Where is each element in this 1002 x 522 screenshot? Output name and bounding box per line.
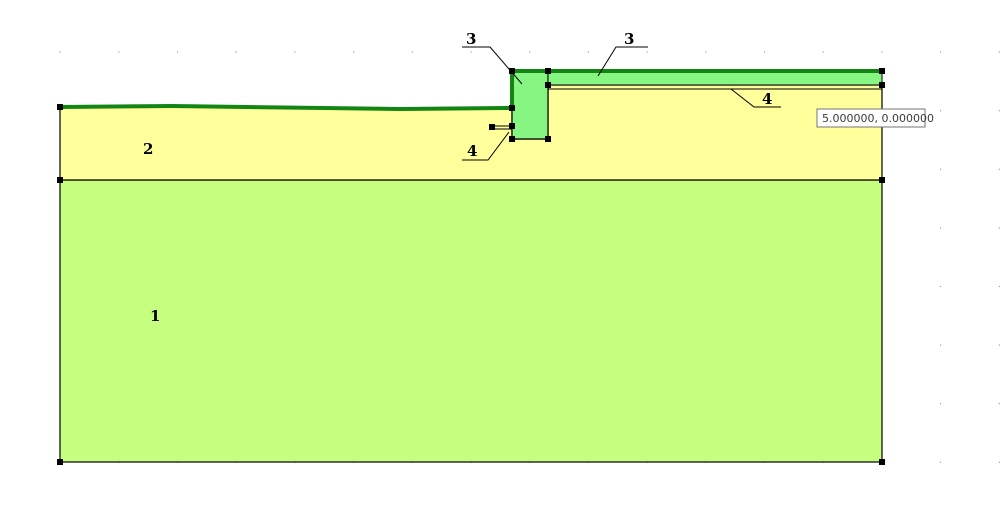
node — [57, 177, 63, 183]
grid-dot — [940, 403, 942, 405]
node — [545, 136, 551, 142]
grid-dot — [529, 51, 531, 53]
grid-dot — [411, 51, 413, 53]
grid-dot — [940, 227, 942, 229]
wall-cluster[interactable] — [511, 70, 549, 140]
soil-cluster-1[interactable] — [59, 179, 883, 463]
grid-dot — [646, 51, 648, 53]
soil-cluster-2[interactable] — [59, 84, 883, 181]
node — [509, 105, 515, 111]
grid-dot — [998, 168, 1000, 170]
grid-dot — [998, 461, 1000, 463]
callout-label-anchor-right: 4 — [762, 90, 772, 108]
grid-dot — [940, 51, 942, 53]
region-label-2: 2 — [143, 140, 153, 158]
grid-dot — [940, 110, 942, 112]
grid-dot — [353, 51, 355, 53]
grid-dot — [705, 51, 707, 53]
grid-dot — [59, 51, 61, 53]
grid-dot — [998, 110, 1000, 112]
node — [879, 68, 885, 74]
grid-dot — [763, 51, 766, 53]
grid-dot — [587, 51, 589, 53]
node — [489, 124, 495, 130]
node — [879, 177, 885, 183]
node — [57, 104, 63, 110]
grid-dot — [470, 51, 472, 53]
grid-dot — [118, 51, 120, 53]
plate-strip-right — [547, 70, 883, 86]
grid-dot — [998, 403, 1000, 405]
node — [509, 68, 515, 74]
grid-dot — [940, 168, 942, 170]
node — [545, 68, 551, 74]
geometry-nodes[interactable] — [57, 68, 885, 465]
cursor-readout-tooltip: 5.000000, 0.000000 — [816, 108, 934, 128]
node — [509, 123, 515, 129]
callout-leaders — [462, 46, 781, 161]
node — [509, 136, 515, 142]
grid-dot — [998, 51, 1000, 53]
node — [879, 82, 885, 88]
grid-dot — [998, 285, 1000, 288]
grid-dot — [940, 344, 942, 346]
node — [57, 459, 63, 465]
grid-dot — [998, 227, 1000, 229]
grid-dot — [176, 51, 179, 53]
plate-ground-surface[interactable] — [59, 103, 512, 112]
callout-label-plate-left: 3 — [466, 30, 476, 48]
grid-dot — [235, 51, 237, 53]
grid-dot — [881, 51, 883, 53]
grid-dot — [998, 344, 1000, 346]
node — [545, 82, 551, 88]
grid-dot — [940, 461, 942, 463]
region-label-1: 1 — [150, 307, 160, 325]
callout-label-plate-right: 3 — [624, 30, 634, 48]
callout-label-anchor-left: 4 — [467, 142, 477, 160]
cursor-readout-text: 5.000000, 0.000000 — [822, 112, 934, 125]
grid-dot — [822, 51, 824, 53]
grid-dot — [294, 51, 296, 53]
grid-dot — [940, 285, 942, 288]
node — [879, 459, 885, 465]
